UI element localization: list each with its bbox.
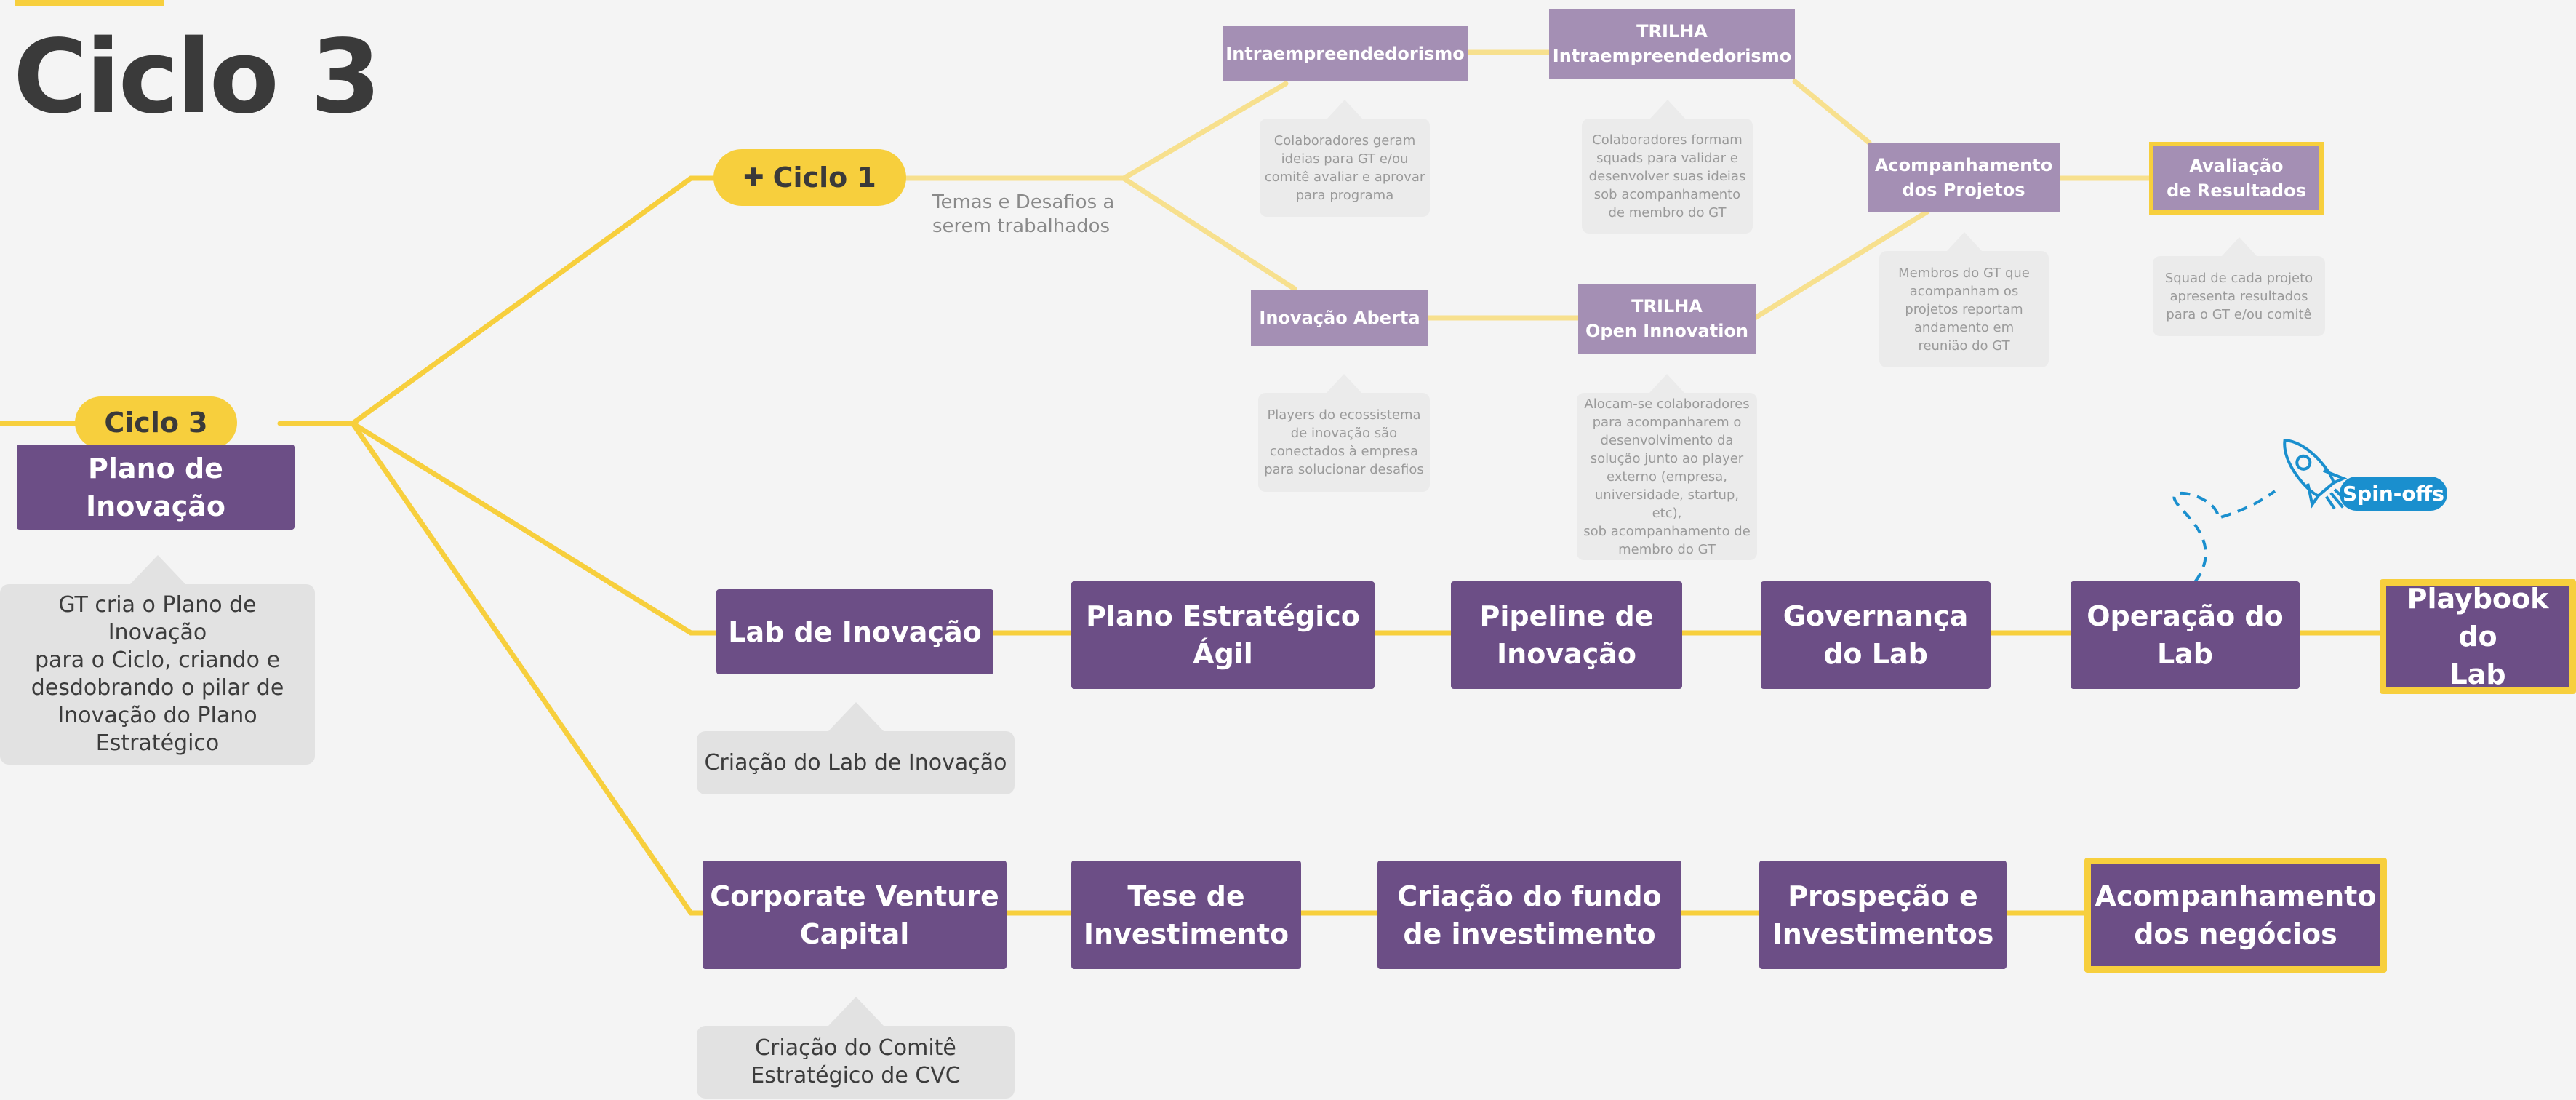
trilha-intra-node: TRILHA Intraempreendedorismo [1549,9,1795,79]
lab-node-2: Plano Estratégico Ágil [1071,581,1375,689]
avaliacao-note: Squad de cada projeto apresenta resultad… [2153,237,2325,336]
lab-node-5: Operação do Lab [2071,581,2300,689]
lab-node-3: Pipeline de Inovação [1451,581,1682,689]
trilha-open-note: Alocam-se colaboradores para acompanhare… [1577,374,1757,560]
trilha-intra-note: Colaboradores formam squads para validar… [1582,100,1753,234]
cvc-node-2: Tese de Investimento [1071,861,1301,969]
plano-inovacao-note: GT cria o Plano de Inovação para o Ciclo… [0,555,315,765]
intraempreendedorismo-node: Intraempreendedorismo [1223,26,1468,81]
trilha-open-node: TRILHA Open Innovation [1578,284,1756,354]
avaliacao-resultados-node: Avaliação de Resultados [2149,142,2324,215]
spinoff-rocket-icon [2172,439,2348,583]
ciclo1-pill-label: Ciclo 1 [772,162,876,194]
ciclo1-topic-label: Temas e Desafios a serem trabalhados [932,191,1115,237]
cvc-note: Criação do Comitê Estratégico de CVC [697,997,1015,1099]
plano-inovacao-node: Plano de Inovação [17,445,295,530]
acompanhamento-note: Membros do GT que acompanham os projetos… [1879,232,2049,367]
cvc-node-3: Criação do fundo de investimento [1377,861,1681,969]
cvc-node-5: Acompanhamento dos negócios [2084,858,2387,973]
lab-note: Criação do Lab de Inovação [697,702,1015,794]
inovacao-aberta-node: Inovação Aberta [1251,290,1428,346]
cvc-node-4: Prospeção e Investimentos [1759,861,2007,969]
cvc-node-1: Corporate Venture Capital [703,861,1007,969]
spinoffs-badge: Spin-offs [2340,477,2447,511]
lab-node-1: Lab de Inovação [716,589,993,674]
lab-node-6: Playbook do Lab [2380,579,2576,694]
acompanhamento-projetos-node: Acompanhamento dos Projetos [1868,143,2060,212]
page-title: Ciclo 3 [13,18,381,137]
title-accent-bar [15,0,164,6]
ciclo1-pill: ✚ Ciclo 1 [713,149,906,206]
ciclo3-pill: Ciclo 3 [75,396,237,449]
plus-icon: ✚ [743,163,764,192]
intra-note: Colaboradores geram ideias para GT e/ou … [1260,100,1430,217]
inovacao-aberta-note: Players do ecossistema de inovação são c… [1258,374,1430,492]
lab-node-4: Governança do Lab [1761,581,1991,689]
